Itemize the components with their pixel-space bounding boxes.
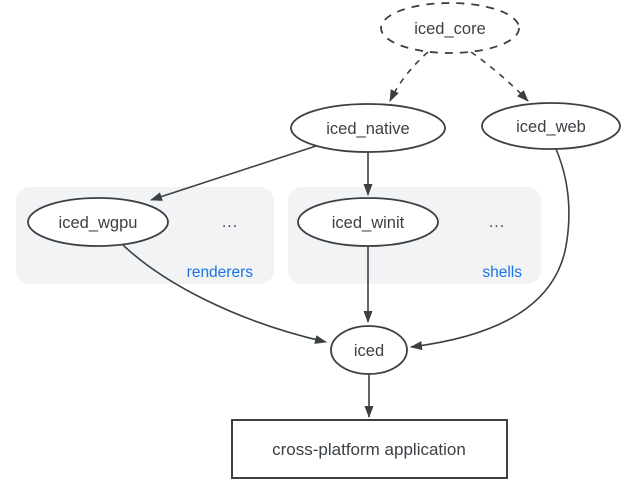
node-cross-platform-application-label: cross-platform application [272,440,466,459]
node-iced-core-label: iced_core [414,20,486,38]
edge-iced-core-to-iced-web [470,51,529,102]
shells-ellipsis: ... [489,214,505,231]
node-iced-native-label: iced_native [326,120,409,138]
edge-iced-web-to-iced [410,148,570,351]
node-iced-native [290,103,446,153]
edge-iced-wgpu-to-iced [122,244,327,344]
node-iced-winit-label: iced_winit [332,214,405,232]
renderers-group-label: renderers [187,264,254,281]
node-iced-wgpu-label: iced_wgpu [59,214,138,232]
node-iced [330,325,408,375]
shells-group-label: shells [482,264,522,281]
edge-iced-native-to-iced-wgpu [150,145,317,201]
renderers-ellipsis: ... [222,214,238,231]
node-iced-web [481,102,621,150]
node-iced-label: iced [354,342,384,360]
node-cross-platform-application [231,419,508,479]
node-iced-winit [297,197,439,247]
node-iced-web-label: iced_web [516,118,586,136]
node-iced-core [380,2,520,54]
edge-iced-core-to-iced-native [389,51,429,102]
node-iced-wgpu [27,197,169,247]
